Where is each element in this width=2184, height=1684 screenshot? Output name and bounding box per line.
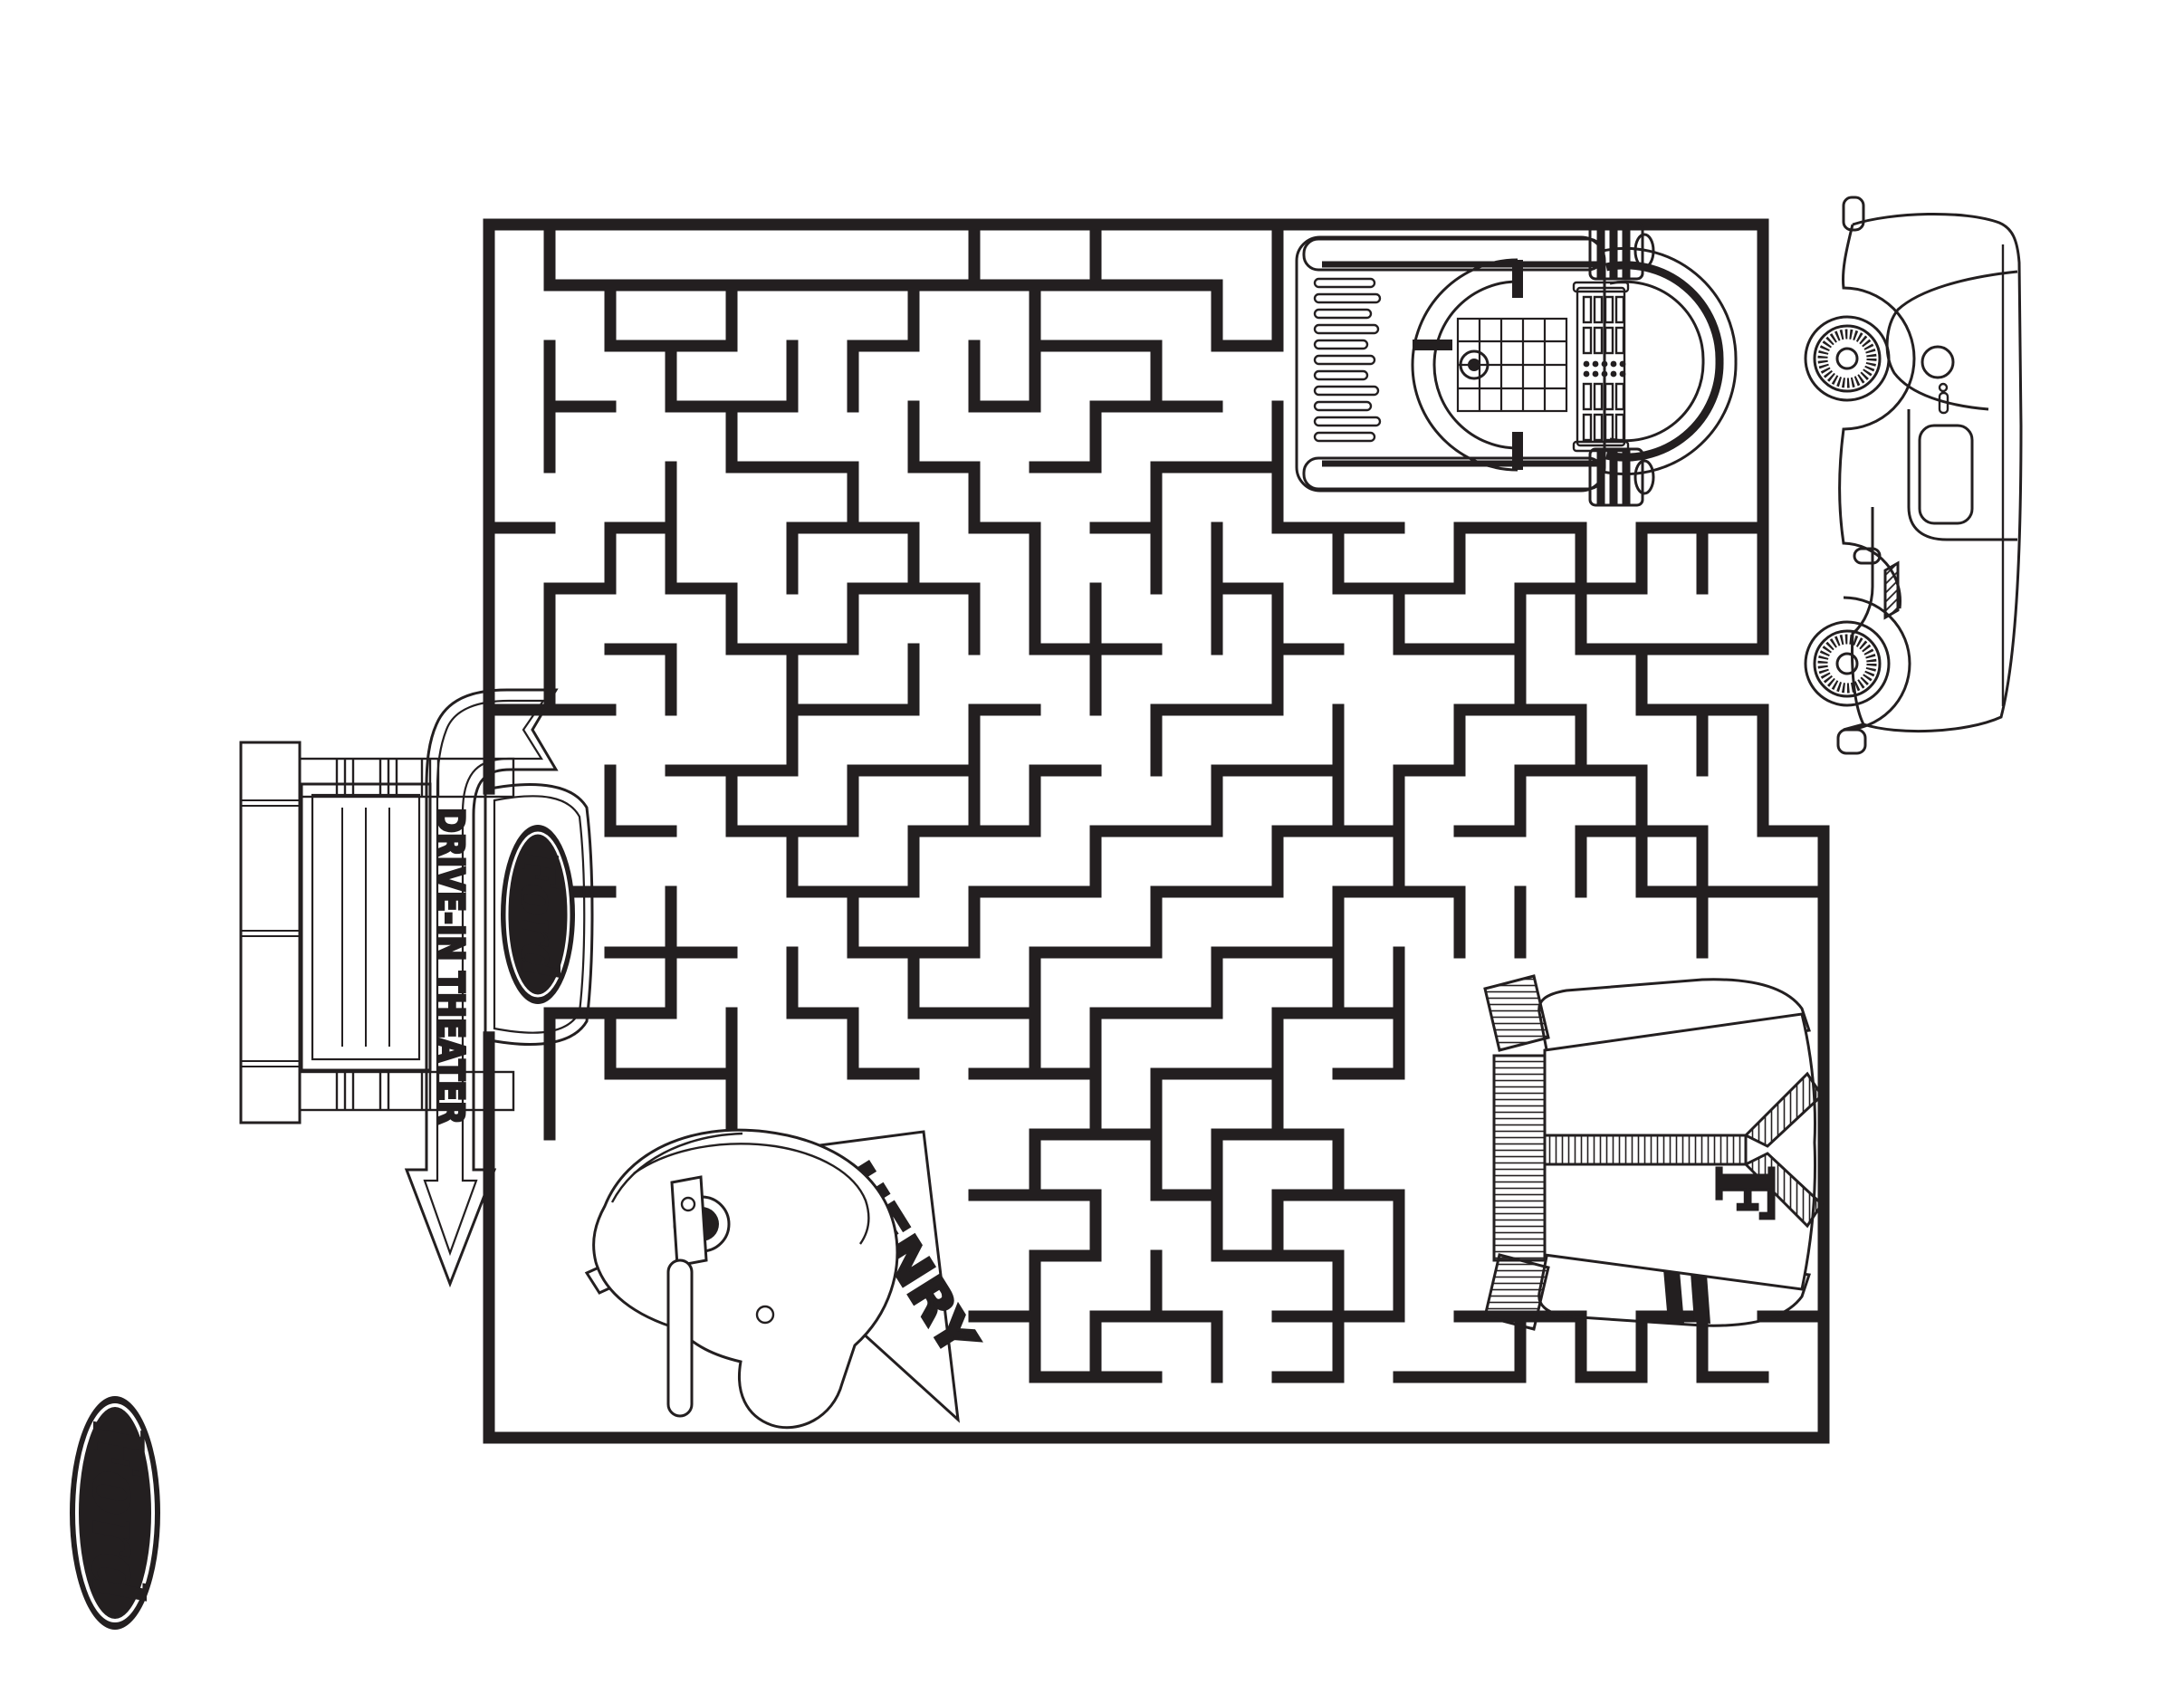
helmet-crown-line (633, 1143, 870, 1245)
sign-panel-inner-line (493, 795, 586, 1034)
screen-inner-frame (311, 793, 421, 1061)
sweater-waistband (1492, 1054, 1547, 1262)
screen-trusses (298, 757, 515, 1112)
screen-frame (300, 782, 432, 1072)
drive-in-theater-sign: DRIVE-IN THEATER Ford (404, 688, 594, 1288)
ford-logo-text: Ford (76, 1421, 158, 1603)
sweater-collar-lower (1743, 1152, 1824, 1229)
helmet-chin-strap (666, 1175, 708, 1418)
column-joints (241, 799, 300, 1067)
jukebox-speaker-slats (1313, 277, 1382, 443)
sweater-stripe-1 (1662, 1258, 1684, 1324)
jukebox-arch-inner (1609, 280, 1705, 443)
car-quarter-window (1918, 424, 1974, 525)
screen-surface-lines (341, 808, 390, 1047)
jukebox-button-panel (1572, 281, 1630, 453)
car-front-bumper (1842, 196, 1865, 232)
sign-panel (484, 783, 594, 1046)
jukebox-selector-grid (1456, 317, 1568, 413)
svg-text:Ford: Ford (509, 848, 569, 980)
drive-in-screen (239, 741, 515, 1124)
ford-logo-icon: Ford (70, 1396, 160, 1630)
sign-arrow-outline (404, 688, 559, 1288)
maze (483, 218, 1830, 1444)
car-rear-wheel (1804, 620, 1891, 707)
car-front-wheel (1804, 315, 1891, 402)
screen-support-column (239, 741, 302, 1124)
classic-car-illustration (1804, 196, 2023, 755)
maze-walls (483, 218, 1830, 1444)
sweater-letter: F (1698, 1164, 1789, 1220)
jukebox-trim-tabs (1413, 260, 1523, 470)
jukebox-window-arch-inner (1432, 280, 1518, 450)
car-trim-oval (1853, 547, 1882, 565)
car-porthole-window (1921, 345, 1955, 379)
car-door-line (1907, 409, 2017, 541)
jukebox-window-arch-outer (1411, 258, 1518, 472)
jukebox-leg-bottom (1588, 447, 1655, 507)
sweater-bottom-cuff (1483, 1253, 1550, 1331)
jukebox-arch-band (1605, 261, 1724, 462)
jukebox-illustration (1295, 221, 1738, 507)
sweater-collar-upper (1743, 1071, 1824, 1148)
car-rear-fender (1843, 596, 1911, 732)
jukebox-leg-top (1588, 221, 1655, 281)
helmet-front-edge-line (610, 1132, 743, 1203)
letterman-sweater-illustration: F (1483, 974, 1824, 1331)
sign-arrow-text: DRIVE-IN THEATER (429, 808, 471, 1124)
sign-arrow-inner-line (423, 699, 546, 1257)
helmet-rivet (755, 1305, 775, 1325)
football-helmet-illustration (592, 1128, 899, 1430)
car-vent-hatch (1883, 560, 1900, 620)
helmet-shell (592, 1128, 899, 1430)
sweater-placket (1543, 1134, 1748, 1166)
sweater-top-cuff (1483, 974, 1550, 1052)
car-windshield-line (1885, 270, 2018, 411)
sign-ford-oval-icon: Ford (501, 825, 575, 1004)
car-door-handle (1938, 382, 1949, 415)
jukebox-arch-outer (1602, 246, 1738, 476)
car-rear-bumper (1836, 728, 1867, 755)
